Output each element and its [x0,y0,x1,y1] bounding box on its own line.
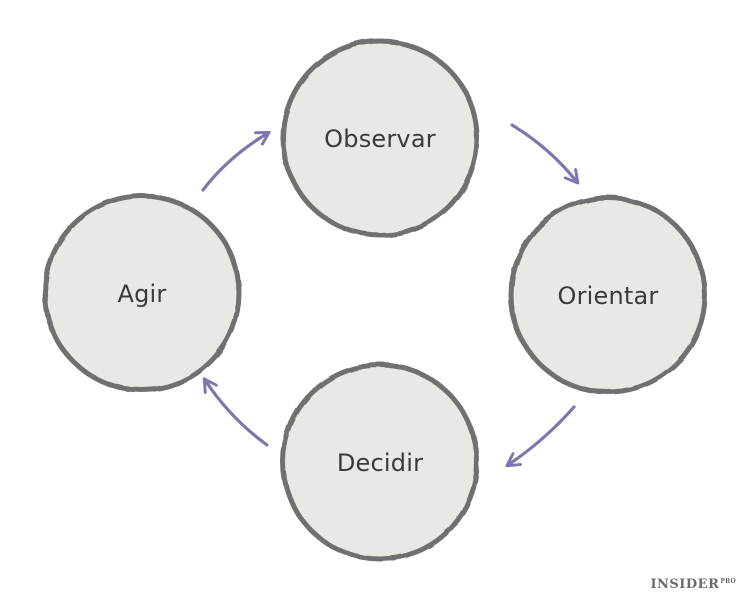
node-decidir: Decidir [280,362,480,562]
node-orientar-label: Orientar [558,282,659,310]
logo-main-text: INSIDER [650,577,720,592]
arrow-orientar-to-decidir [508,405,576,465]
node-decidir-circle [280,362,480,562]
node-observar-circle [280,38,480,238]
node-agir: Agir [42,193,242,393]
node-observar-label: Observar [324,125,436,153]
node-agir-circle [42,193,242,393]
logo-sup-text: PRO [720,578,736,585]
node-decidir-label: Decidir [337,449,423,477]
insider-pro-logo: INSIDER PRO [650,577,736,592]
arrow-decidir-to-agir [205,380,269,447]
arrow-observar-to-orientar [510,123,577,182]
node-orientar-circle [508,195,708,395]
node-orientar: Orientar [508,195,708,395]
node-agir-label: Agir [118,280,167,308]
arrows [201,123,577,465]
node-observar: Observar [280,38,480,238]
arrow-agir-to-observar [201,133,268,192]
